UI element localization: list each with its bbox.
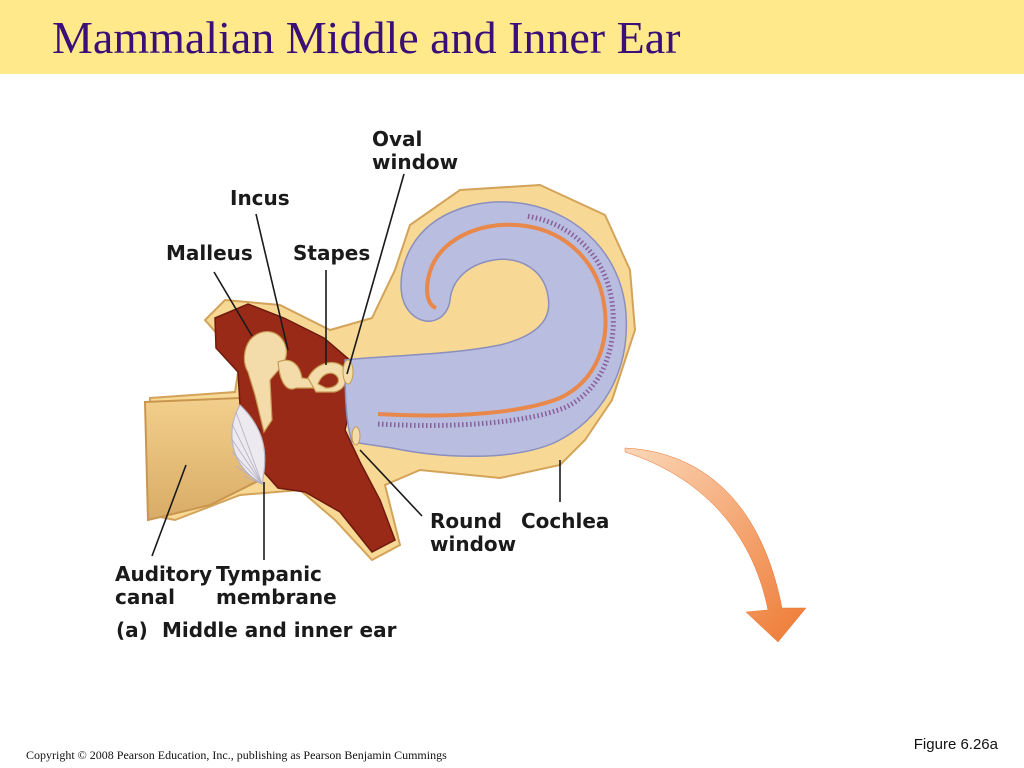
- leader-incus: [255, 213, 289, 351]
- caption-letter: (a): [116, 618, 148, 642]
- label-round-window-line2: window: [430, 532, 516, 556]
- malleus: [243, 331, 288, 434]
- tympanic-membrane-ridges: [230, 411, 263, 485]
- round-window: [351, 426, 361, 446]
- figure-reference: Figure 6.26a: [913, 736, 998, 753]
- title-bar: [0, 0, 1024, 74]
- caption-text: Middle and inner ear: [162, 618, 397, 642]
- leader-malleus: [213, 271, 253, 337]
- cochlea: [344, 201, 628, 457]
- copyright-notice: Copyright © 2008 Pearson Education, Inc.…: [26, 748, 447, 762]
- label-tympanic-membrane-line1: Tympanic: [216, 562, 322, 586]
- label-oval-window-line1: Oval: [372, 127, 422, 151]
- leader-auditory-canal: [151, 464, 187, 557]
- leader-oval-window: [346, 173, 405, 375]
- label-auditory-canal-line2: canal: [115, 585, 175, 609]
- basilar-membrane: [377, 222, 608, 418]
- leader-round-window: [359, 449, 423, 517]
- label-malleus: Malleus: [166, 241, 253, 265]
- label-round-window-line1: Round: [430, 509, 502, 533]
- label-auditory-canal-line1: Auditory: [115, 562, 212, 586]
- label-incus: Incus: [230, 186, 290, 210]
- label-cochlea: Cochlea: [521, 509, 609, 533]
- zoom-arrow: [624, 447, 807, 643]
- label-tympanic-membrane-line2: membrane: [216, 585, 337, 609]
- label-stapes: Stapes: [293, 241, 370, 265]
- slide-title: Mammalian Middle and Inner Ear: [52, 12, 681, 63]
- label-oval-window-line2: window: [372, 150, 458, 174]
